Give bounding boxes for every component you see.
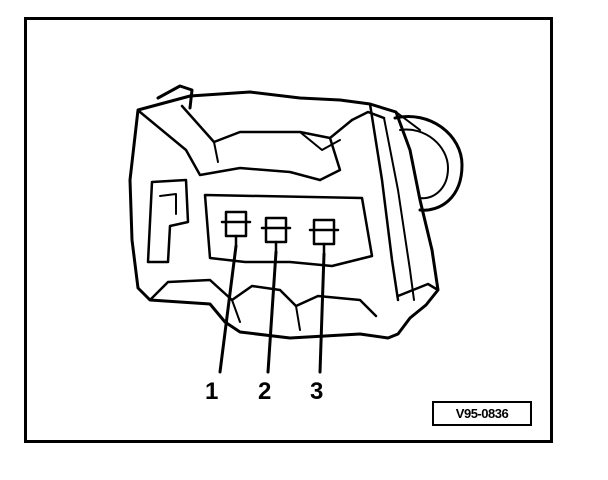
pin-3-contact (308, 218, 340, 256)
cable-hood (393, 115, 464, 212)
connector-housing (128, 90, 440, 340)
pin-label-2: 2 (258, 378, 272, 405)
leader-line-1 (218, 244, 238, 374)
pin-label-1: 1 (205, 378, 219, 405)
left-latch (146, 178, 190, 264)
leader-line-3 (318, 252, 326, 374)
leader-line-2 (266, 250, 278, 374)
pin-2-contact (260, 216, 292, 254)
bottom-lugs (148, 278, 378, 318)
figure-frame (24, 17, 553, 443)
top-tab (156, 84, 194, 110)
pin-label-3: 3 (310, 378, 324, 405)
pin-window (203, 193, 374, 268)
pin-1-contact (220, 210, 252, 248)
figure-reference-code: V95-0836 (432, 401, 532, 426)
